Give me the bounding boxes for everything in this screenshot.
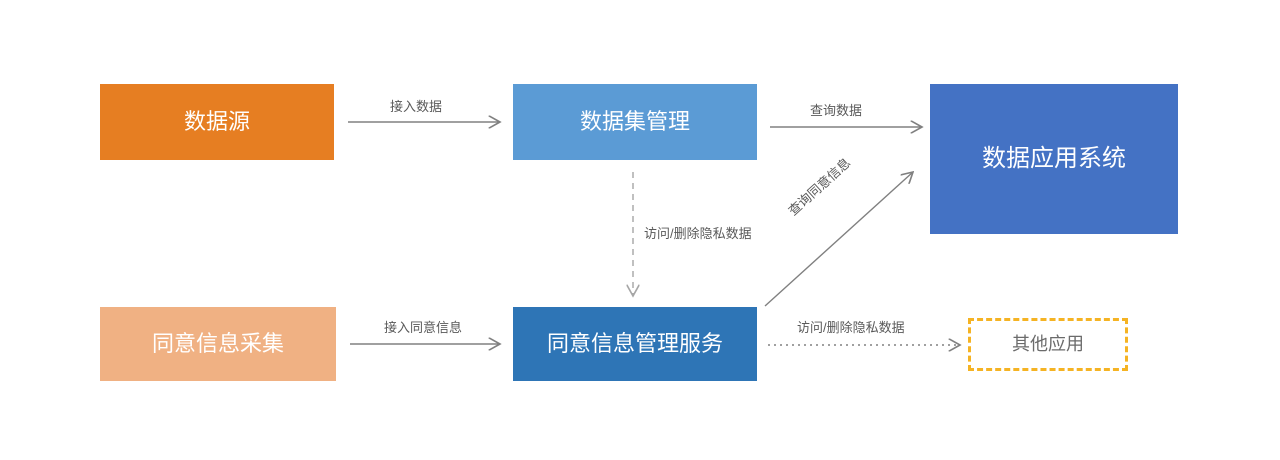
node-data-source-label: 数据源	[183, 108, 250, 134]
node-data-source[interactable]: 数据源	[100, 84, 334, 160]
node-consent-collection[interactable]: 同意信息采集	[100, 307, 336, 381]
edge-label-query-data: 查询数据	[810, 103, 863, 118]
node-other-applications[interactable]: 其他应用	[968, 318, 1128, 371]
edge-label-ingest-consent-info: 接入同意信息	[384, 320, 463, 335]
node-other-applications-label: 其他应用	[1012, 333, 1084, 354]
edge-label-access-delete-privacy-bottom: 访问/删除隐私数据	[797, 320, 905, 335]
node-consent-collection-label: 同意信息采集	[151, 330, 284, 356]
node-data-application-system[interactable]: 数据应用系统	[930, 84, 1178, 234]
edge-label-ingest-data: 接入数据	[390, 99, 443, 114]
edge-label-access-delete-privacy-top: 访问/删除隐私数据	[644, 226, 752, 241]
edge-query-consent	[764, 172, 913, 307]
node-consent-management-service-label: 同意信息管理服务	[546, 330, 723, 356]
node-data-application-system-label: 数据应用系统	[982, 144, 1126, 172]
node-dataset-management[interactable]: 数据集管理	[513, 84, 757, 160]
node-consent-management-service[interactable]: 同意信息管理服务	[513, 307, 757, 381]
node-dataset-management-label: 数据集管理	[579, 108, 690, 134]
